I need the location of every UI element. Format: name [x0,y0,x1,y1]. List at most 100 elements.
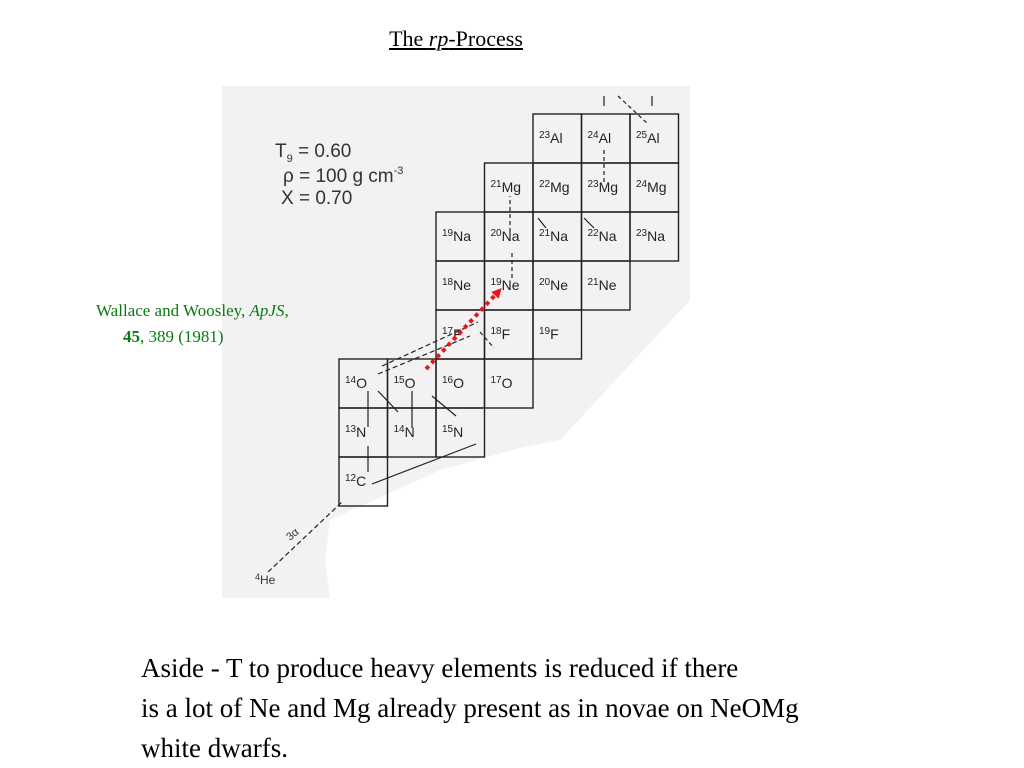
mass-number: 20 [539,277,551,288]
plot-conditions: T9 = 0.60 ρ = 100 g cm-3 X = 0.70 [275,141,403,209]
aside-note: Aside - T to produce heavy elements is r… [141,648,1011,768]
mass-number: 19 [539,326,551,337]
mass-number: 21 [491,179,503,190]
nuclide-label: 21Na [539,228,568,244]
citation-comma: , [284,301,289,320]
element-symbol: Ne [453,277,471,293]
element-symbol: Ne [599,277,617,293]
element-symbol: N [405,424,415,440]
nuclide-label: 15O [394,375,416,391]
nuclide-label: 14O [345,375,367,391]
flow-14o-14n [377,390,399,413]
citation-authors: Wallace and Woosley, [96,301,250,320]
element-symbol: C [356,473,366,489]
flow-triple-alpha [267,501,343,573]
temperature-condition: T9 = 0.60 [275,141,351,165]
density-condition: ρ = 100 g cm-3 [283,165,403,187]
citation-line-2: 45, 389 (1981) [96,324,289,350]
title-suffix: -Process [448,26,523,51]
flow-14o-18ne [381,321,479,367]
mass-number: 17 [491,375,503,386]
element-symbol: Al [599,130,611,146]
aside-line-2: is a lot of Ne and Mg already present as… [141,693,799,723]
mass-number: 13 [345,424,357,435]
nuclide-label: 13N [345,424,366,440]
citation: Wallace and Woosley, ApJS, 45, 389 (1981… [96,298,289,350]
mass-number: 14 [345,375,357,386]
citation-pages-year: , 389 (1981) [140,327,224,346]
reaction-flows [267,95,653,573]
flow-12c-15n [371,443,477,485]
helium-label: 4He [255,572,276,587]
element-symbol: O [405,375,416,391]
aside-line-3: white dwarfs. [141,733,288,763]
mass-number: 22 [588,228,600,239]
mass-number: 18 [491,326,503,337]
title-italic: rp [428,26,449,51]
element-symbol: Mg [502,179,521,195]
flow-15o-15n [431,395,457,417]
element-symbol: Mg [550,179,569,195]
element-symbol: Ne [502,277,520,293]
breakout-arrow [424,288,502,371]
nuclide-label: 18Ne [442,277,471,293]
nuclide-label: 14N [394,424,415,440]
flow-17f-18f [479,331,495,349]
flow-14o-17f [377,335,471,375]
mass-number: 18 [442,277,454,288]
nuclide-label: 19Na [442,228,471,244]
rp-process-network-diagram: T9 = 0.60 ρ = 100 g cm-3 X = 0.70 12C13N… [222,86,690,598]
element-symbol: Na [599,228,617,244]
nuclide-label: 23Mg [588,179,619,195]
element-symbol: N [356,424,366,440]
mass-number: 23 [588,179,600,190]
mass-number: 19 [491,277,503,288]
nuclide-label: 21Mg [491,179,522,195]
mass-number: 23 [539,130,551,141]
mass-number: 15 [394,375,406,386]
nuclide-label: 23Na [636,228,665,244]
element-symbol: F [502,326,511,342]
element-symbol: Na [647,228,665,244]
element-symbol: Al [550,130,562,146]
element-symbol: Mg [599,179,618,195]
nuclide-label: 22Mg [539,179,570,195]
element-symbol: Na [453,228,471,244]
element-symbol: N [453,424,463,440]
mass-number: 20 [491,228,503,239]
element-symbol: O [453,375,464,391]
mass-number: 24 [636,179,648,190]
nuclide-label: 24Al [588,130,612,146]
nuclide-label: 12C [345,473,366,489]
nuclide-label: 15N [442,424,463,440]
slide-title: The rp-Process [0,26,912,52]
flow-21na-22mg [537,217,547,229]
title-prefix: The [389,26,429,51]
nuclide-label: 25Al [636,130,660,146]
hydrogen-fraction-condition: X = 0.70 [281,188,352,209]
element-symbol: Na [502,228,520,244]
mass-number: 24 [588,130,600,141]
element-symbol: F [453,326,462,342]
element-symbol: F [550,326,559,342]
mass-number: 15 [442,424,454,435]
nuclide-label: 22Na [588,228,617,244]
mass-number: 21 [539,228,551,239]
citation-journal: ApJS [249,301,285,320]
nuclide-label: 18F [491,326,511,342]
nuclide-label: 17O [491,375,513,391]
element-symbol: Mg [647,179,666,195]
mass-number: 23 [636,228,648,239]
element-symbol: Na [550,228,568,244]
mass-number: 19 [442,228,454,239]
nuclide-label: 20Na [491,228,520,244]
nuclide-label: 21Ne [588,277,617,293]
nuclide-label: 20Ne [539,277,568,293]
mass-number: 22 [539,179,551,190]
mass-number: 21 [588,277,600,288]
nuclide-label: 24Mg [636,179,667,195]
element-symbol: Al [647,130,659,146]
mass-number: 25 [636,130,648,141]
nuclide-label: 19F [539,326,559,342]
